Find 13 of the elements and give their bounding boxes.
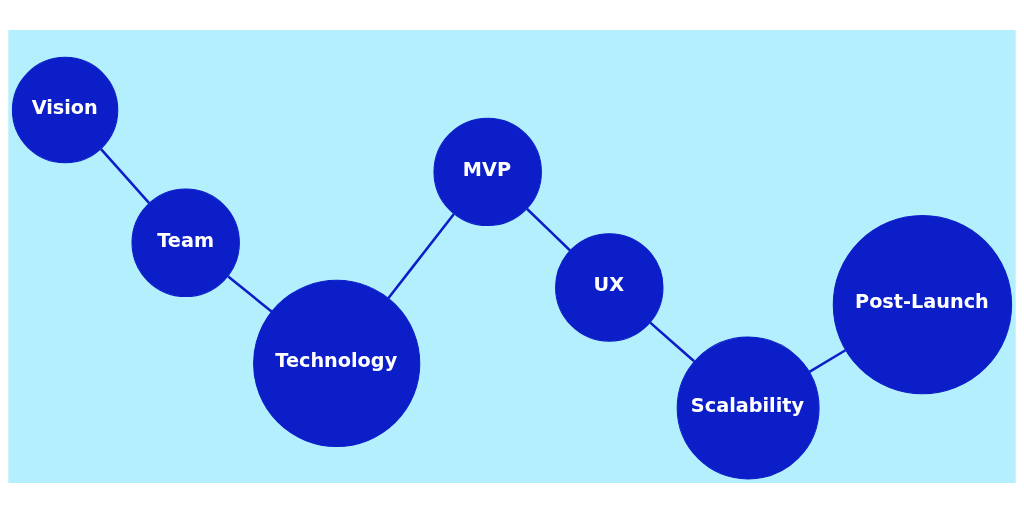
node-circle: Scalability — [676, 336, 820, 479]
connector — [227, 274, 273, 312]
node-circle: Technology — [253, 279, 421, 447]
connector — [387, 212, 455, 299]
node-circle: Post-Launch — [832, 214, 1013, 394]
connector — [808, 348, 847, 373]
node-circle: Vision — [11, 56, 119, 163]
connector — [649, 321, 695, 362]
node-circle: Team — [131, 188, 240, 297]
connector — [100, 147, 151, 204]
connector — [525, 207, 571, 251]
node-circle: UX — [555, 232, 664, 342]
node-circle: MVP — [433, 117, 542, 226]
